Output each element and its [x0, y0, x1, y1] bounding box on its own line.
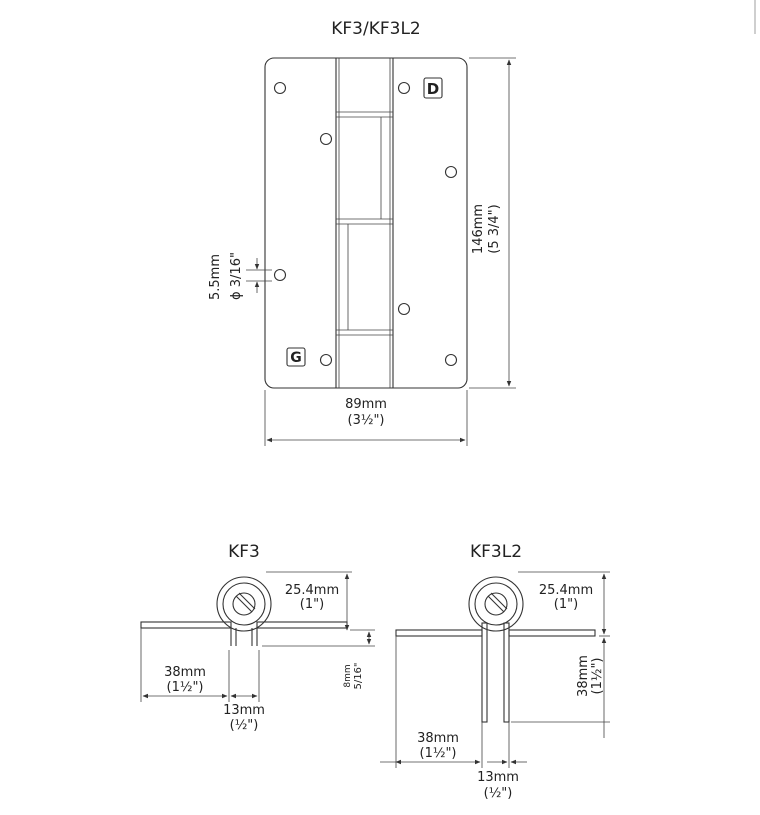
- kf3l2-leaf-dimension: 38mm (1½"): [380, 636, 483, 768]
- kf3l2-gap-in: (½"): [484, 786, 513, 801]
- kf3-knuckle-dimension: 25.4mm (1"): [266, 571, 352, 631]
- kf3l2-knuckle-dimension: 25.4mm (1"): [518, 571, 610, 637]
- logo-left-stamp: G: [286, 347, 306, 367]
- kf3l2-gap-dimension: 13mm (½"): [477, 722, 527, 801]
- height-mm-label: 146mm: [471, 204, 486, 254]
- kf3l2-gap-mm: 13mm: [477, 770, 519, 785]
- kf3-knuckle-mm: 25.4mm: [285, 583, 339, 598]
- kf3-hinge-profile: [140, 576, 348, 646]
- kf3l2-leaf-in: (1½"): [420, 746, 457, 761]
- width-mm-label: 89mm: [345, 397, 387, 412]
- hole-in-label: ϕ 3/16": [229, 252, 244, 300]
- kf3l2-drop-in: (1½"): [590, 658, 605, 695]
- kf3l2-drop-mm: 38mm: [576, 655, 591, 697]
- height-in-label: (5 3/4"): [487, 204, 502, 253]
- kf3-leaf-in: (1½"): [167, 680, 204, 695]
- kf3l2-drop-dimension: 38mm (1½"): [511, 637, 610, 738]
- kf3-gap-mm: 13mm: [223, 703, 265, 718]
- kf3-leaf-dimension: 38mm (1½"): [140, 628, 230, 702]
- kf3-offset-dimension: 8mm 5/16": [262, 629, 375, 690]
- kf3-gap-dimension: 13mm (½"): [223, 650, 265, 733]
- width-dimension: 89mm (3½"): [264, 390, 468, 446]
- kf3-leaf-mm: 38mm: [164, 665, 206, 680]
- svg-text:G: G: [290, 350, 302, 366]
- top-view-title: KF3/KF3L2: [331, 19, 421, 39]
- kf3-offset-in: 5/16": [353, 662, 364, 689]
- kf3-title: KF3: [228, 542, 260, 562]
- kf3-gap-in: (½"): [230, 718, 259, 733]
- kf3l2-knuckle-mm: 25.4mm: [539, 583, 593, 598]
- hole-dimension: 5.5mm ϕ 3/16": [208, 252, 272, 300]
- mounting-holes: [273, 81, 458, 367]
- hinge-plate-outline: [264, 57, 468, 389]
- hole-mm-label: 5.5mm: [208, 254, 223, 300]
- logo-right-stamp: D: [423, 77, 443, 99]
- kf3-knuckle-in: (1"): [300, 597, 324, 612]
- kf3l2-knuckle-in: (1"): [554, 597, 578, 612]
- svg-text:D: D: [427, 80, 439, 98]
- height-dimension: 146mm (5 3/4"): [469, 57, 516, 389]
- kf3l2-leaf-mm: 38mm: [417, 731, 459, 746]
- kf3-offset-mm: 8mm: [343, 664, 353, 687]
- kf3l2-hinge-profile: [395, 576, 596, 723]
- width-in-label: (3½"): [348, 413, 385, 428]
- scroll-edge: [754, 0, 756, 34]
- kf3l2-title: KF3L2: [470, 542, 522, 562]
